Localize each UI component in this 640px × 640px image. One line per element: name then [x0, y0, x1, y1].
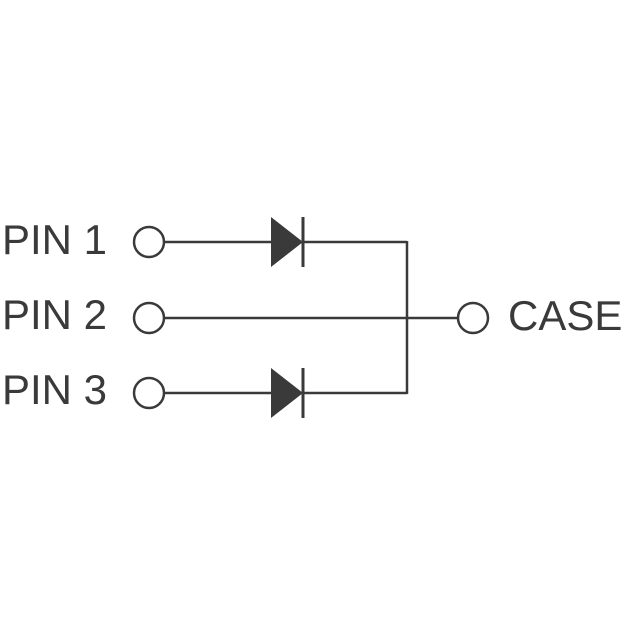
pin-3-terminal: [132, 376, 166, 410]
pin-2-terminal: [132, 301, 166, 335]
pin-2-label: PIN 2: [2, 291, 107, 338]
pin-1-label: PIN 1: [2, 216, 107, 263]
pin-3-label: PIN 3: [2, 366, 107, 413]
case-terminal: [456, 301, 490, 335]
pin-3-diode-anode: [271, 368, 303, 418]
case-label: CASE: [508, 292, 622, 339]
pin-1-diode-anode: [271, 217, 303, 267]
pin-1-terminal: [132, 225, 166, 259]
